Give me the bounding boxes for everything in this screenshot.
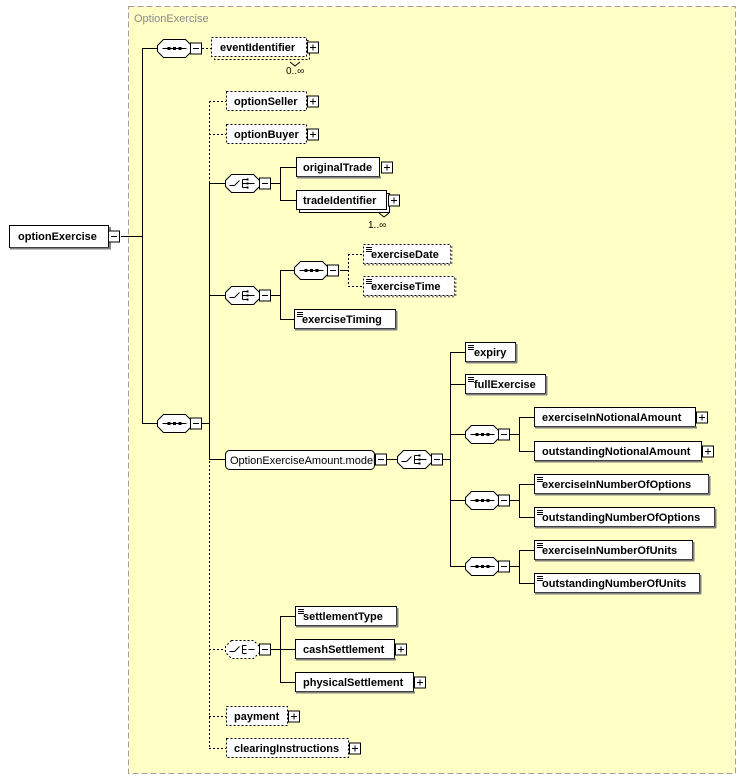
element-label: clearingInstructions — [234, 743, 339, 755]
expand-icon[interactable] — [381, 161, 393, 174]
element-trade-identifier[interactable]: tradeIdentifier — [296, 190, 390, 213]
element-label: outstandingNotionalAmount — [542, 446, 691, 458]
sequence-compositor-icon — [465, 557, 500, 576]
element-option-seller[interactable]: optionSeller — [226, 91, 307, 111]
element-exercise-in-number-of-units[interactable]: exerciseInNumberOfUnits — [534, 540, 695, 562]
element-settlement-type[interactable]: settlementType — [295, 606, 399, 628]
element-label: expiry — [474, 347, 507, 359]
collapse-icon[interactable] — [498, 494, 510, 507]
element-label: exerciseInNumberOfUnits — [542, 545, 677, 557]
sequence-compositor-icon — [465, 425, 500, 444]
choice-compositor-icon — [225, 640, 260, 659]
group-title: OptionExercise — [134, 13, 209, 25]
collapse-icon[interactable] — [375, 453, 387, 466]
element-outstanding-number-of-units[interactable]: outstandingNumberOfUnits — [534, 573, 702, 595]
model-group-label: OptionExerciseAmount.model — [230, 455, 376, 467]
element-event-identifier[interactable]: eventIdentifier — [211, 37, 310, 60]
element-exercise-date[interactable]: exerciseDate — [363, 244, 453, 266]
element-physical-settlement[interactable]: physicalSettlement — [295, 672, 416, 694]
element-label: settlementType — [303, 611, 383, 623]
collapse-icon[interactable] — [498, 428, 510, 441]
expand-icon[interactable] — [395, 643, 407, 656]
expand-icon[interactable] — [307, 41, 319, 54]
sequence-compositor-icon — [294, 261, 329, 280]
connector-lines — [121, 48, 534, 749]
root-element-label: optionExercise — [18, 231, 97, 243]
group-background — [128, 6, 736, 774]
collapse-icon[interactable] — [190, 417, 202, 430]
sequence-compositor-icon — [157, 39, 192, 58]
element-label: optionBuyer — [234, 129, 299, 141]
collapse-icon[interactable] — [259, 643, 271, 656]
collapse-icon[interactable] — [259, 177, 271, 190]
expand-icon[interactable] — [307, 95, 319, 108]
expand-icon[interactable] — [388, 194, 400, 207]
element-label: eventIdentifier — [220, 42, 296, 54]
sequence-compositor-icon — [465, 491, 500, 510]
element-label: payment — [234, 711, 280, 723]
element-exercise-time[interactable]: exerciseTime — [363, 276, 457, 298]
element-label: optionSeller — [234, 96, 298, 108]
element-label: exerciseDate — [371, 249, 439, 261]
choice-compositor-icon — [225, 174, 260, 193]
collapse-icon[interactable] — [259, 289, 271, 302]
element-label: tradeIdentifier — [303, 195, 377, 207]
element-label: exerciseTime — [371, 281, 441, 293]
element-exercise-timing[interactable]: exerciseTiming — [294, 309, 398, 331]
expand-icon[interactable] — [696, 411, 708, 424]
element-option-buyer[interactable]: optionBuyer — [226, 124, 307, 144]
element-label: outstandingNumberOfOptions — [542, 512, 700, 524]
element-label: physicalSettlement — [303, 677, 404, 689]
element-label: fullExercise — [474, 379, 536, 391]
collapse-icon[interactable] — [327, 264, 339, 277]
root-element[interactable]: optionExercise — [9, 225, 112, 250]
element-full-exercise[interactable]: fullExercise — [465, 374, 548, 396]
expand-icon[interactable] — [414, 676, 426, 689]
occurrence-label: 0..∞ — [286, 66, 304, 77]
element-payment[interactable]: payment — [226, 706, 288, 726]
element-exercise-in-notional-amount[interactable]: exerciseInNotionalAmount — [534, 407, 698, 429]
collapse-icon[interactable] — [108, 230, 120, 243]
expand-icon[interactable] — [288, 710, 300, 723]
element-original-trade[interactable]: originalTrade — [296, 157, 382, 179]
expand-icon[interactable] — [307, 128, 319, 141]
choice-compositor-icon — [397, 450, 432, 469]
expand-icon[interactable] — [349, 742, 361, 755]
element-cash-settlement[interactable]: cashSettlement — [295, 639, 397, 661]
element-label: cashSettlement — [303, 644, 385, 656]
element-label: originalTrade — [303, 162, 372, 174]
element-outstanding-notional-amount[interactable]: outstandingNotionalAmount — [534, 441, 704, 463]
element-label: outstandingNumberOfUnits — [542, 578, 686, 590]
element-label: exerciseInNotionalAmount — [542, 412, 682, 424]
expand-icon[interactable] — [702, 445, 714, 458]
collapse-icon[interactable] — [498, 560, 510, 573]
choice-compositor-icon — [225, 286, 260, 305]
model-group-reference[interactable]: OptionExerciseAmount.model — [225, 450, 376, 470]
element-clearing-instructions[interactable]: clearingInstructions — [226, 738, 349, 758]
sequence-compositor-icon — [157, 414, 192, 433]
element-expiry[interactable]: expiry — [465, 342, 518, 364]
occurrence-label: 1..∞ — [368, 220, 386, 231]
element-exercise-in-number-of-options[interactable]: exerciseInNumberOfOptions — [534, 474, 711, 496]
element-label: exerciseTiming — [302, 314, 382, 326]
element-label: exerciseInNumberOfOptions — [542, 479, 691, 491]
collapse-icon[interactable] — [190, 42, 202, 55]
element-outstanding-number-of-options[interactable]: outstandingNumberOfOptions — [534, 507, 717, 529]
collapse-icon[interactable] — [431, 453, 443, 466]
